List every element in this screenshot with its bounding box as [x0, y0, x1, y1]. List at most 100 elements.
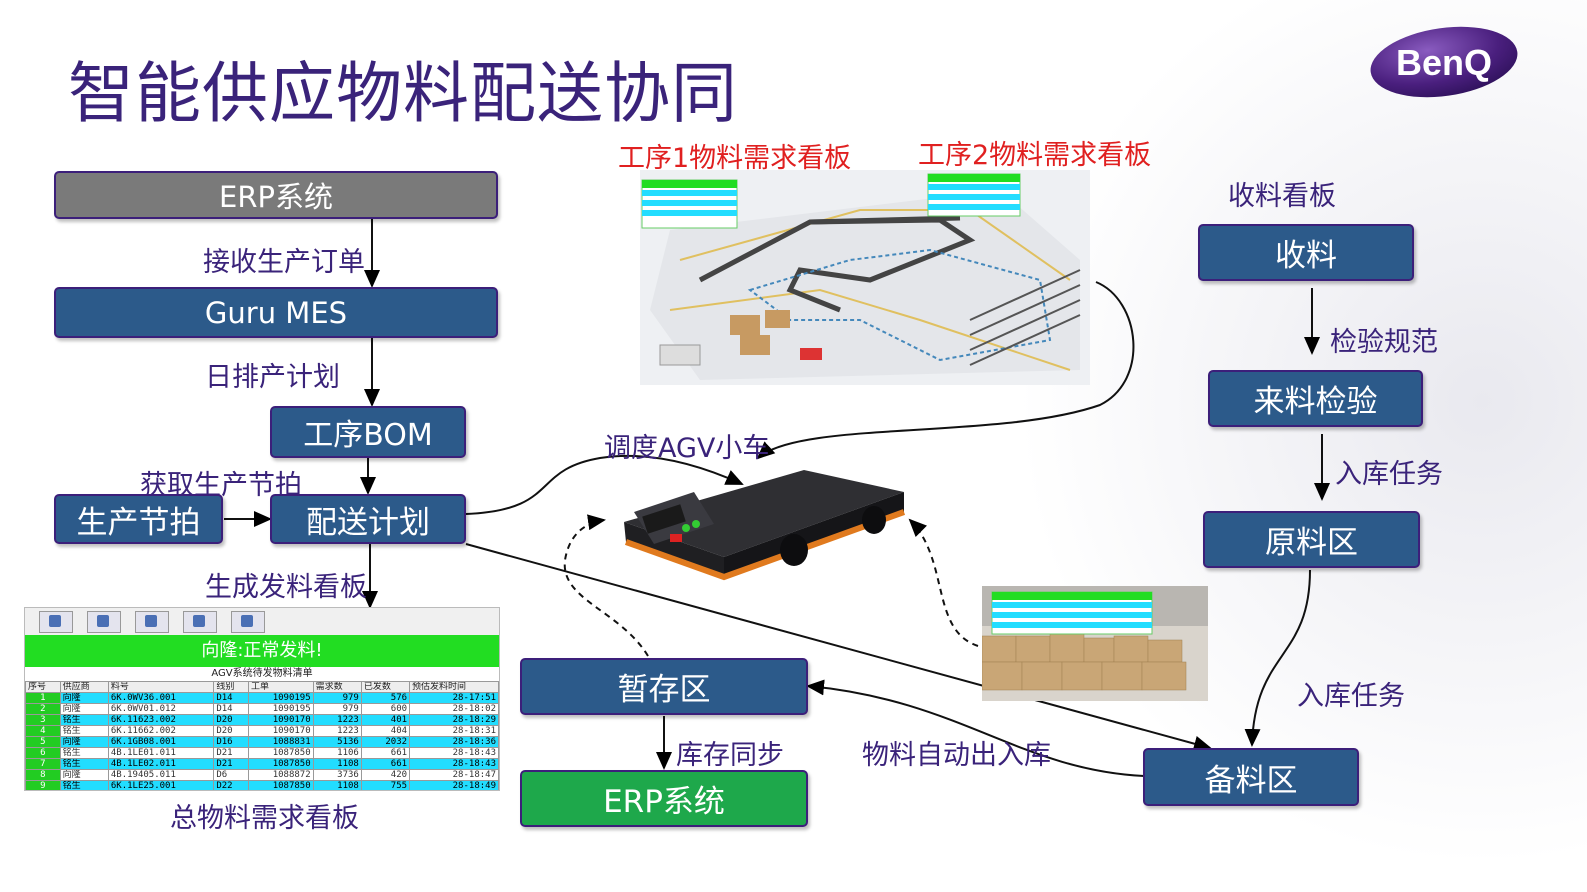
arrow-prep-to-staging [806, 679, 1145, 777]
table-cell: 1223 [312, 725, 362, 737]
staging-area-box: 暂存区 [520, 658, 808, 715]
background-gradient [887, 0, 1587, 892]
table-cell: 4 [25, 725, 61, 737]
table-cell: 2 [25, 703, 61, 715]
column-header: 需求数 [312, 681, 362, 693]
dashed-warehouse-to-agv [908, 518, 979, 647]
table-cell: 9 [25, 780, 61, 790]
process1-kanban-thumbnail [641, 179, 738, 229]
toolbar-button-icon[interactable] [135, 611, 169, 633]
label-dispatch-agv: 调度AGV小车 [604, 433, 770, 464]
table-cell: 铭生 [59, 725, 109, 737]
table-cell: 979 [312, 703, 362, 715]
table-cell: 6K.11623.002 [107, 714, 215, 726]
column-header: 预估发料时间 [409, 681, 499, 693]
table-cell: 6K.0WV36.001 [107, 692, 215, 704]
label-storage-task-1: 入库任务 [1335, 459, 1443, 490]
kanban-toolbar [25, 608, 499, 635]
table-cell: D14 [213, 692, 249, 704]
prep-area-box: 备料区 [1143, 748, 1359, 806]
table-cell: 铭生 [59, 747, 109, 759]
raw-material-area-box: 原料区 [1203, 511, 1420, 568]
toolbar-button-icon[interactable] [87, 611, 121, 633]
label-process1-kanban: 工序1物料需求看板 [618, 143, 852, 174]
label-storage-task-2: 入库任务 [1297, 681, 1405, 712]
arrow-line-to-agv [756, 281, 1135, 460]
table-cell: 28-18:36 [409, 736, 499, 748]
table-cell: D6 [213, 769, 249, 781]
column-header: 序号 [25, 681, 61, 693]
label-auto-outbound: 物料自动出入库 [862, 740, 1051, 771]
label-total-kanban: 总物料需求看板 [170, 803, 359, 834]
table-cell: 1108 [312, 758, 362, 770]
table-cell: 2032 [360, 736, 411, 748]
kanban-header: 向隆:正常发料! [25, 635, 499, 667]
production-line-image [640, 170, 1090, 385]
table-cell: 979 [312, 692, 362, 704]
table-cell: 3 [25, 714, 61, 726]
label-inventory-sync: 库存同步 [676, 740, 784, 771]
table-cell: 6 [25, 747, 61, 759]
table-cell: 28-17:51 [409, 692, 499, 704]
label-receive-orders: 接收生产订单 [203, 247, 365, 278]
toolbar-button-icon[interactable] [39, 611, 73, 633]
table-cell: 1090195 [247, 703, 314, 715]
table-cell: 4B.1LE01.011 [107, 747, 215, 759]
table-cell: 1090170 [247, 725, 314, 737]
column-header: 工单 [247, 681, 314, 693]
table-cell: 铭生 [59, 714, 109, 726]
table-cell: 28-18:43 [409, 758, 499, 770]
table-cell: 1106 [312, 747, 362, 759]
table-cell: 4B.1LE02.011 [107, 758, 215, 770]
table-cell: 28-18:31 [409, 725, 499, 737]
table-cell: D14 [213, 703, 249, 715]
table-cell: 铭生 [59, 780, 109, 790]
table-cell: 28-18:49 [409, 780, 499, 790]
column-header: 料号 [107, 681, 215, 693]
table-cell: D22 [213, 780, 249, 790]
toolbar-button-icon[interactable] [231, 611, 265, 633]
erp-system-box-bottom: ERP系统 [520, 770, 808, 827]
table-cell: 4B.19405.011 [107, 769, 215, 781]
delivery-plan-box: 配送计划 [270, 494, 466, 544]
table-cell: 661 [360, 747, 411, 759]
table-cell: 6K.1GB08.001 [107, 736, 215, 748]
process-bom-box: 工序BOM [270, 406, 466, 458]
table-cell: 1223 [312, 714, 362, 726]
table-cell: 5 [25, 736, 61, 748]
table-cell: 600 [360, 703, 411, 715]
toolbar-button-icon[interactable] [183, 611, 217, 633]
column-header: 线别 [213, 681, 249, 693]
kanban-table-header-row: 序号 供应商 料号 线别 工单 需求数 已发数 预估发料时间 [25, 681, 499, 693]
production-beat-box: 生产节拍 [54, 494, 223, 544]
arrow-raw-to-prep [1244, 569, 1311, 747]
table-cell: 向隆 [59, 769, 109, 781]
column-header: 已发数 [360, 681, 411, 693]
arrow-plan-to-agv [465, 454, 744, 515]
table-cell: 1108 [312, 780, 362, 790]
table-cell: 1090195 [247, 692, 314, 704]
table-cell: 1088831 [247, 736, 314, 748]
table-cell: 1087850 [247, 780, 314, 790]
arrow-plan-to-prep [465, 543, 1212, 752]
table-cell: 8 [25, 769, 61, 781]
table-cell: 1 [25, 692, 61, 704]
table-cell: 420 [360, 769, 411, 781]
label-receiving-kanban: 收料看板 [1228, 181, 1336, 212]
table-cell: 28-18:29 [409, 714, 499, 726]
dashed-staging-to-agv [563, 514, 649, 657]
receiving-box: 收料 [1198, 224, 1414, 281]
table-cell: 404 [360, 725, 411, 737]
table-cell: D20 [213, 725, 249, 737]
table-cell: D21 [213, 747, 249, 759]
table-cell: 6K.0WV01.012 [107, 703, 215, 715]
